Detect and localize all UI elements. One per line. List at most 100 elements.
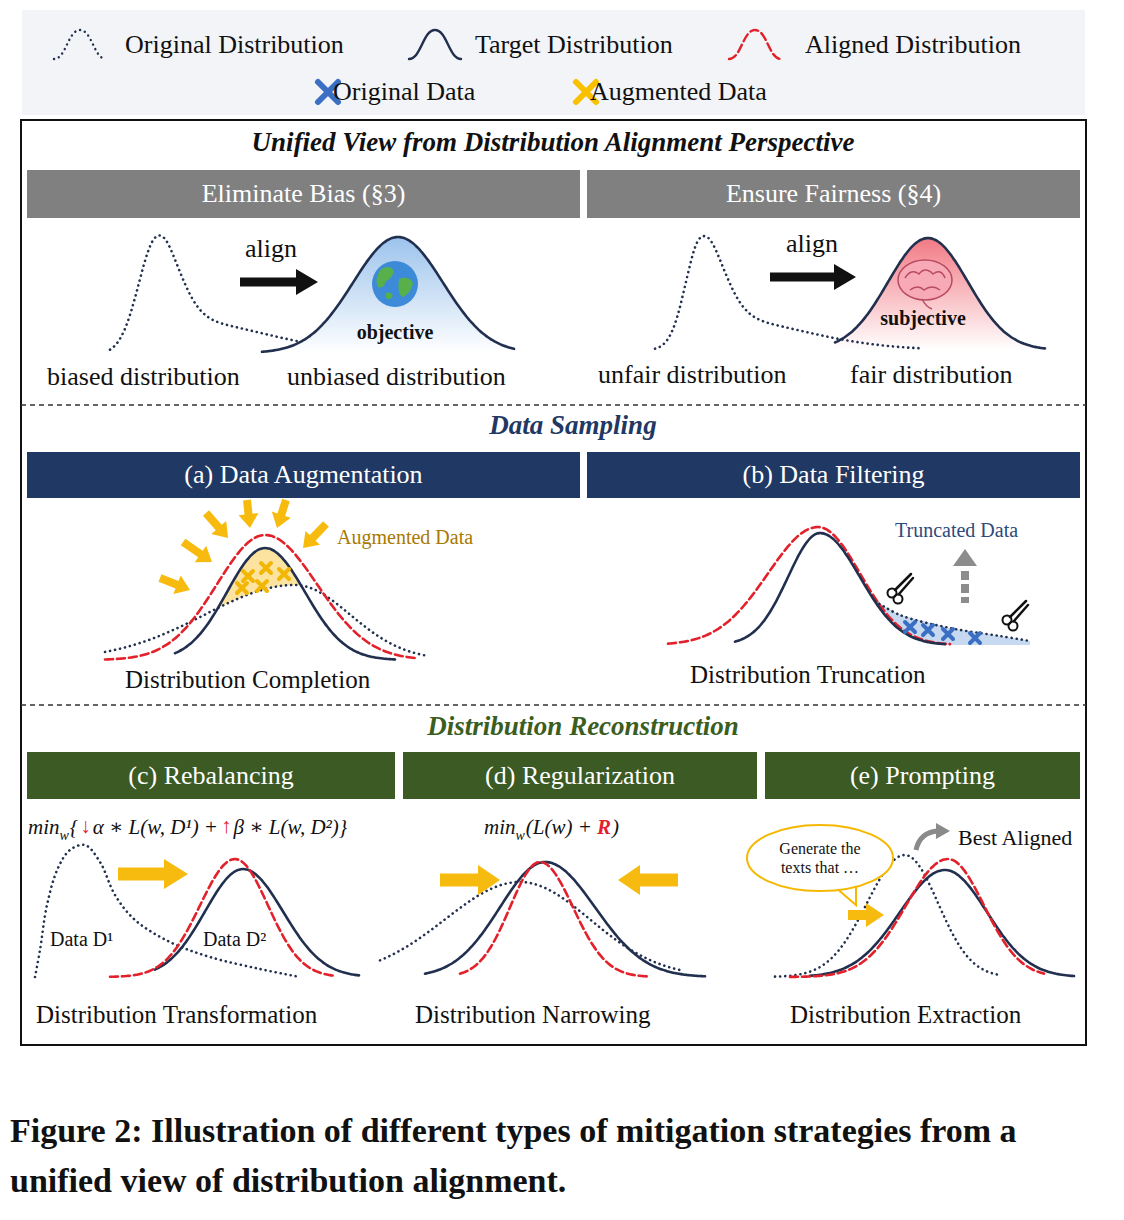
legend-text: Original Distribution [125,30,344,60]
legend-sample [405,25,465,65]
augment-arrow [159,574,190,594]
target-distribution-curve [835,238,1045,348]
fair-bell-fill [835,238,1045,350]
scissors-icon [1003,601,1029,631]
banner-title: (e) Prompting [850,760,995,791]
original-distribution-curve [875,601,1030,641]
target-distribution-curve [175,548,395,659]
legend-band [22,10,1085,115]
formula-part: α ∗ L(w, D¹) + [93,815,218,839]
original-data-mark [905,622,915,632]
remove-arrow [961,571,969,580]
text-label: subjective [880,307,966,330]
legend-sample [725,25,785,65]
shift-arrow [118,859,188,889]
augmented-data-mark [243,571,253,581]
text-label: Data Sampling [489,410,656,441]
text-label: Data D² [203,928,266,951]
banner-title: Ensure Fairness (§4) [726,178,941,209]
formula-part: min [484,815,516,839]
text-label: Distribution Extraction [790,1001,1021,1030]
legend-item: Target Distribution [405,25,673,65]
brain-icon [898,260,952,300]
narrow-arrow [618,865,678,895]
text-label: fair distribution [850,360,1012,390]
augment-arrow [203,510,228,538]
text-label: objective [357,321,434,344]
section-banner: (b) Data Filtering [587,452,1080,498]
legend-text: Augmented Data [590,77,767,107]
narrow-arrow [440,865,500,895]
text-label: align [786,229,838,259]
scissors-icon [888,574,914,604]
legend-item: Original Distribution [50,25,344,65]
section-banner: Eliminate Bias (§3) [27,170,580,218]
text-label: Distribution Transformation [36,1001,317,1030]
original-data-mark [943,629,953,639]
banner-title: (d) Regularization [485,760,675,791]
original-data-mark [923,625,933,635]
aligned-distribution-curve [110,859,334,977]
formula-subscript: w [516,828,525,844]
legend-sample [50,25,110,65]
best-aligned-arrow [936,823,950,839]
speech-bubble: Generate the texts that … [745,823,895,893]
section-banner: (e) Prompting [765,752,1080,799]
globe-land [377,267,413,299]
formula-part: R [597,815,611,839]
formula-part: β ∗ L(w, D²)} [234,815,348,839]
formula: minw(L(w) +R) [484,815,619,839]
globe-icon [372,261,418,307]
banner-title: Eliminate Bias (§3) [202,178,406,209]
section-banner: (c) Rebalancing [27,752,395,799]
truncated-region [875,601,1030,645]
legend-item: Augmented Data [556,72,767,112]
remove-arrow [953,549,977,566]
legend-text: Original Data [333,77,475,107]
augment-arrow [239,500,259,528]
section-banner: Ensure Fairness (§4) [587,170,1080,218]
text-label: Distribution Completion [125,666,370,695]
target-distribution-curve [425,862,705,976]
legend-item: Original Data [298,72,475,112]
text-label: Distribution Truncation [690,661,925,690]
banner-title: (a) Data Augmentation [184,459,422,490]
text-label: Best Aligned [958,825,1072,850]
text-label: Distribution Narrowing [415,1001,650,1030]
augmented-data-mark [237,583,247,593]
bubble-text: Generate the texts that … [768,839,873,877]
formula-subscript: w [60,828,69,844]
original-data-mark [970,633,980,643]
figure-frame [21,120,1086,1045]
align-arrow [240,269,318,295]
text-label: biased distribution [47,362,240,392]
figure-heading: Unified View from Distribution Alignment… [252,127,855,158]
align-arrow [770,264,856,290]
text-label: Data D¹ [50,928,113,951]
bubble-outline [745,823,895,893]
text-label: unfair distribution [598,360,786,390]
augment-arrow [181,539,212,563]
text-label: Truncated Data [895,519,1018,542]
text-label: align [245,234,297,264]
formula-part: min [28,815,60,839]
banner-title: (b) Data Filtering [743,459,925,490]
formula: minw{↓α ∗ L(w, D¹) +↑β ∗ L(w, D²)} [28,815,347,839]
augment-arrow [303,521,329,548]
section-divider [21,704,1086,706]
formula-part: ↓ [80,814,91,838]
banner-title: (c) Rebalancing [128,760,293,791]
formula-part: ) [612,815,619,839]
original-distribution-curve [110,236,344,350]
legend-item: Aligned Distribution [725,25,1021,65]
text-label: Distribution Reconstruction [427,711,738,742]
section-divider [21,404,1086,406]
augmented-data-mark [257,581,267,591]
original-distribution-curve [380,882,680,970]
text-label: unbiased distribution [287,362,506,392]
target-distribution-curve [262,237,514,352]
unbiased-bell-fill [262,237,514,353]
formula-part: ↑ [221,814,232,838]
augmented-data-mark [279,569,289,579]
target-distribution-curve [735,533,945,644]
